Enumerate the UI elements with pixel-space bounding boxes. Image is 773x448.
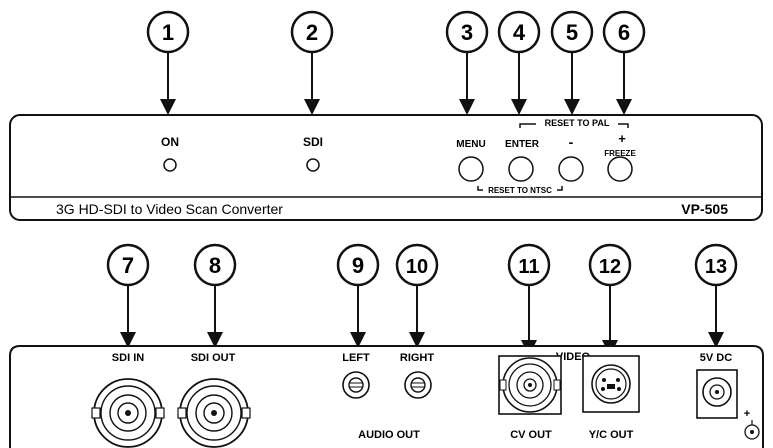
callout-4: 4 xyxy=(497,10,541,115)
sdi-in-label: SDI IN xyxy=(112,352,144,364)
callout-12: 12 xyxy=(588,243,632,356)
callout-number: 7 xyxy=(122,253,134,278)
power-label: 5V DC xyxy=(700,352,732,364)
video-label: VIDEO xyxy=(556,351,591,363)
sdi-label: SDI xyxy=(303,135,323,149)
enter-label: ENTER xyxy=(505,139,540,150)
callout-10: 10 xyxy=(395,243,439,348)
audio-out-label: AUDIO OUT xyxy=(358,429,420,441)
polarity-icon: + xyxy=(744,408,760,440)
reset-to-pal-label: RESET TO PAL xyxy=(545,118,610,128)
callout-number: 2 xyxy=(306,20,318,45)
product-name: 3G HD-SDI to Video Scan Converter xyxy=(56,201,283,217)
on-label: ON xyxy=(161,135,179,149)
yc-out-svideo-connector[interactable] xyxy=(582,355,640,413)
reset-to-ntsc-label: RESET TO NTSC xyxy=(488,186,552,195)
sdi-out-bnc-connector[interactable] xyxy=(177,378,251,448)
cv-out-bnc-connector[interactable] xyxy=(498,355,562,415)
callout-5: 5 xyxy=(550,10,594,115)
callout-3: 3 xyxy=(445,10,489,115)
callout-8: 8 xyxy=(193,243,237,348)
yc-out-label: Y/C OUT xyxy=(589,429,634,441)
sdi-in-bnc-connector[interactable] xyxy=(91,378,165,448)
polarity-plus: + xyxy=(744,408,750,420)
callout-number: 1 xyxy=(162,20,174,45)
callout-number: 4 xyxy=(513,20,526,45)
callout-number: 9 xyxy=(352,253,364,278)
model-name: VP-505 xyxy=(681,201,728,217)
minus-label: - xyxy=(569,134,574,150)
cv-out-label: CV OUT xyxy=(510,429,552,441)
plus-label: + xyxy=(618,131,626,146)
callout-number: 11 xyxy=(518,256,539,278)
callout-number: 12 xyxy=(599,256,621,278)
callout-2: 2 xyxy=(290,10,334,115)
callout-number: 6 xyxy=(618,20,630,45)
menu-label: MENU xyxy=(456,139,485,150)
enter-button[interactable] xyxy=(508,156,534,182)
callout-number: 13 xyxy=(705,256,727,278)
audio-right-jack[interactable] xyxy=(404,371,432,399)
callout-6: 6 xyxy=(602,10,646,115)
callout-1: 1 xyxy=(146,10,190,115)
plus-freeze-button[interactable] xyxy=(607,156,633,182)
callout-number: 5 xyxy=(566,20,578,45)
callout-number: 3 xyxy=(461,20,473,45)
audio-right-label: RIGHT xyxy=(400,352,435,364)
audio-left-jack[interactable] xyxy=(342,371,370,399)
callout-9: 9 xyxy=(336,243,380,348)
audio-left-label: LEFT xyxy=(342,352,370,364)
sdi-led xyxy=(306,158,320,172)
sdi-out-label: SDI OUT xyxy=(191,352,236,364)
front-panel: ON SDI RESET TO PAL MENU ENTER - + FREEZ… xyxy=(9,114,763,221)
freeze-label: FREEZE xyxy=(604,149,636,158)
minus-button[interactable] xyxy=(558,156,584,182)
dc-power-jack[interactable] xyxy=(696,369,738,419)
callout-11: 11 xyxy=(507,243,551,356)
callout-number: 8 xyxy=(209,253,221,278)
callout-number: 10 xyxy=(406,256,428,278)
callout-13: 13 xyxy=(694,243,738,348)
menu-button[interactable] xyxy=(458,156,484,182)
rear-panel: SDI IN SDI OUT LEFT RIGHT xyxy=(9,345,764,448)
callout-7: 7 xyxy=(106,243,150,348)
on-led xyxy=(163,158,177,172)
